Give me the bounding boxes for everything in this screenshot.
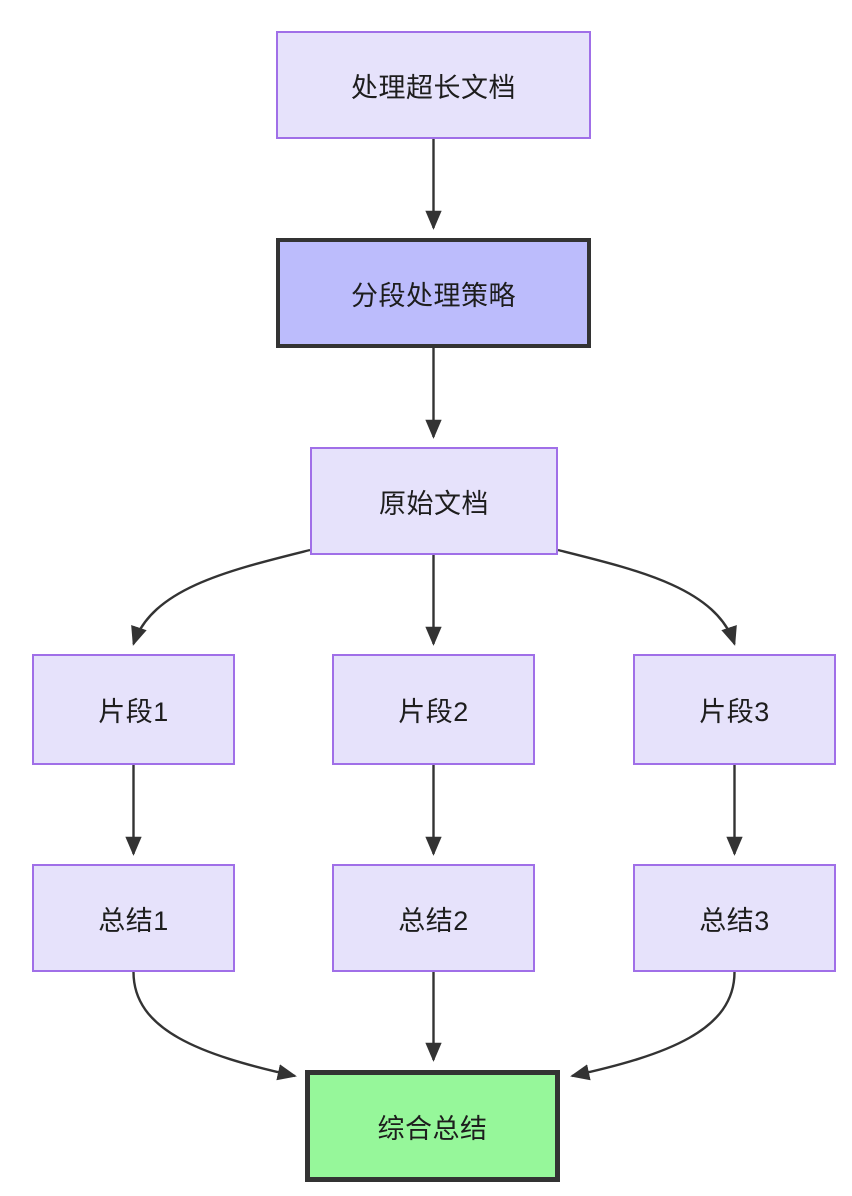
edge-source-doc-to-frag-3 [557,548,737,646]
node-strategy-label: 分段处理策略 [351,280,516,311]
node-fragment-1-label: 片段1 [98,697,169,727]
edge-sum-3-to-final [570,971,736,1081]
node-summary-3-label: 总结3 [699,905,770,936]
node-summary-1-label: 总结1 [98,905,169,936]
node-strategy[interactable]: 分段处理策略 [276,238,591,348]
edge-sum-1-to-final [132,971,297,1081]
node-summary-1[interactable]: 总结1 [32,864,235,972]
node-fragment-3[interactable]: 片段3 [633,654,836,765]
edge-source-doc-to-frag-1 [131,548,311,646]
node-summary-2-label: 总结2 [398,905,469,936]
node-summary-2[interactable]: 总结2 [332,864,535,972]
node-fragment-2[interactable]: 片段2 [332,654,535,765]
node-long-doc[interactable]: 处理超长文档 [276,31,591,139]
node-fragment-3-label: 片段3 [699,697,770,727]
node-final-summary[interactable]: 综合总结 [305,1070,560,1182]
node-summary-3[interactable]: 总结3 [633,864,836,972]
node-fragment-2-label: 片段2 [398,697,469,727]
node-final-summary-label: 综合总结 [377,1113,488,1144]
node-source-doc-label: 原始文档 [379,488,489,519]
node-fragment-1[interactable]: 片段1 [32,654,235,765]
node-long-doc-label: 处理超长文档 [351,72,516,103]
node-source-doc[interactable]: 原始文档 [310,447,558,555]
